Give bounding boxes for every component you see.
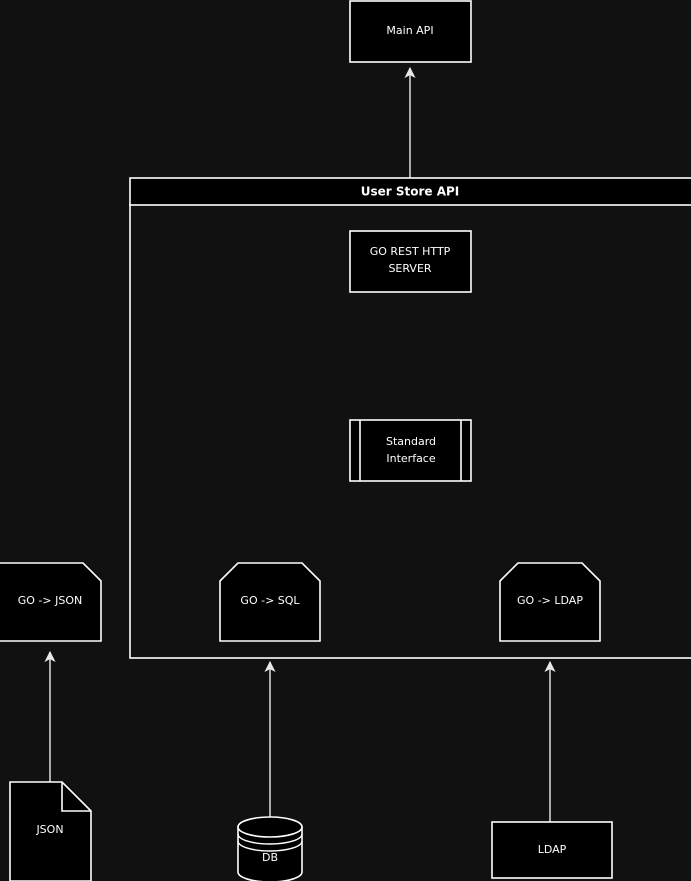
ldap-label: LDAP <box>538 843 567 856</box>
go-ldap-label: GO -> LDAP <box>517 594 583 607</box>
node-go-sql[interactable]: GO -> SQL <box>219 562 321 642</box>
go-json-label: GO -> JSON <box>18 594 82 607</box>
node-go-ldap[interactable]: GO -> LDAP <box>499 562 601 642</box>
standard-interface-label-line2: Interface <box>386 452 435 465</box>
node-main-api[interactable]: Main API <box>349 0 472 63</box>
go-rest-http-server-label-line2: SERVER <box>388 262 431 275</box>
db-ridge-2 <box>237 840 303 852</box>
node-go-json[interactable]: GO -> JSON <box>0 562 102 642</box>
go-sql-label: GO -> SQL <box>240 594 300 607</box>
container-title: User Store API <box>361 185 460 199</box>
standard-interface-label-line1: Standard <box>386 435 436 448</box>
main-api-label: Main API <box>386 24 433 37</box>
db-ridge-1 <box>237 833 303 845</box>
json-file-fold <box>61 782 91 812</box>
node-db[interactable]: DB <box>237 816 303 881</box>
go-rest-http-server-label-line1: GO REST HTTP <box>370 245 451 258</box>
node-ldap[interactable]: LDAP <box>491 821 613 879</box>
node-go-rest-http-server[interactable]: GO REST HTTP SERVER <box>349 230 472 293</box>
node-standard-interface[interactable]: Standard Interface <box>349 419 472 482</box>
json-file-label: JSON <box>35 823 63 836</box>
db-top-ellipse <box>237 816 303 838</box>
node-json-file[interactable]: JSON <box>9 781 92 881</box>
db-label: DB <box>262 851 278 864</box>
